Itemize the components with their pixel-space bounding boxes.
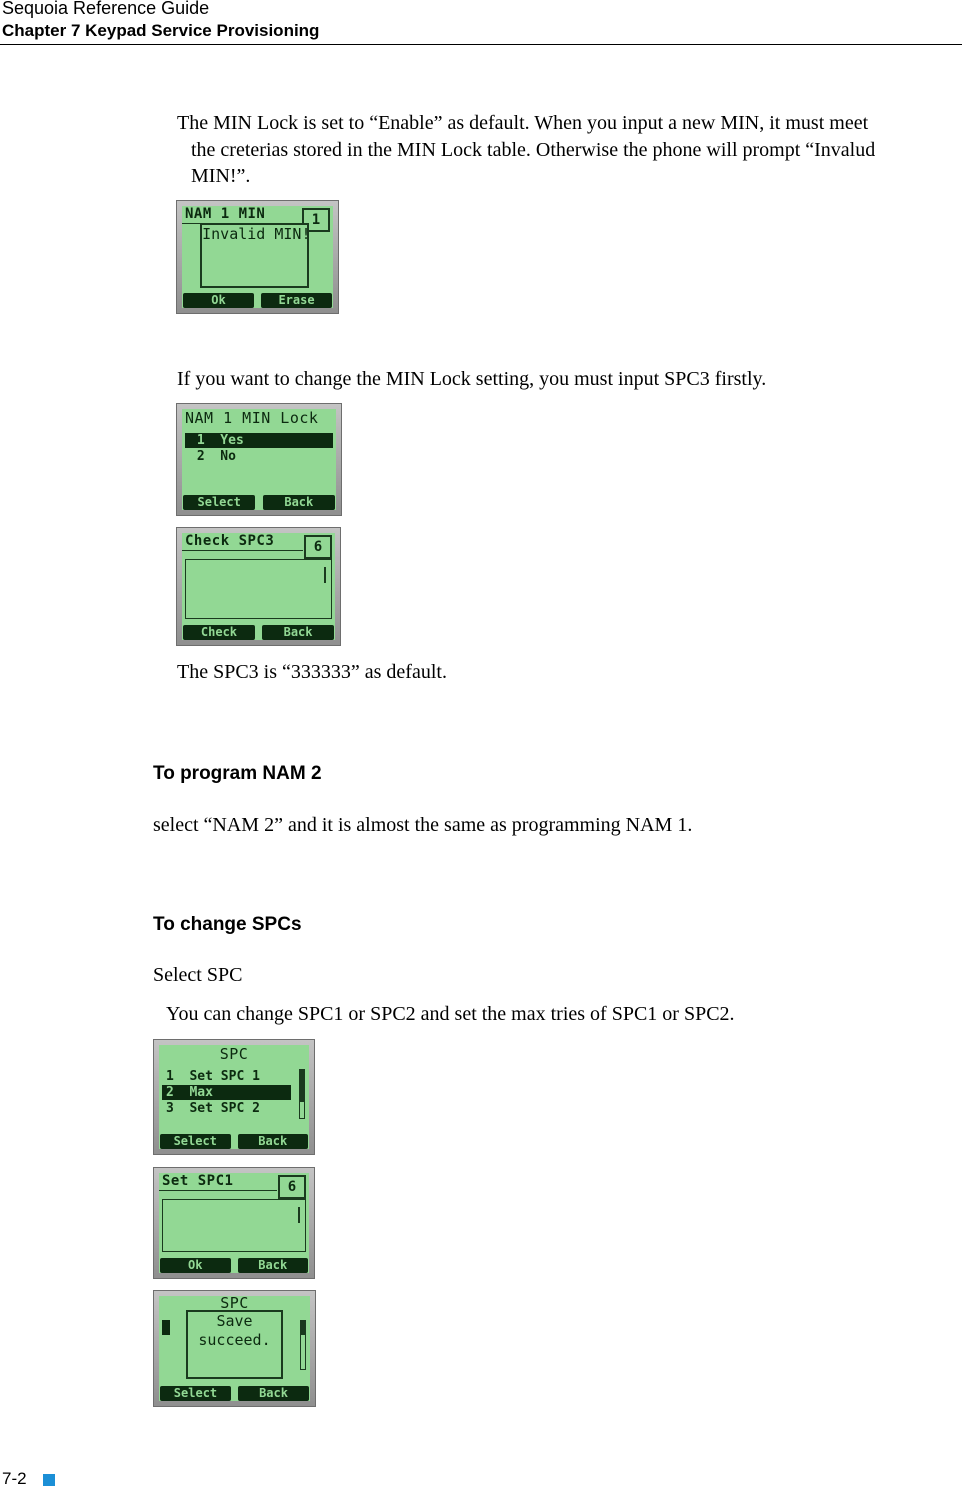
min-lock-paragraph-line1: The MIN Lock is set to “Enable” as defau… xyxy=(177,112,869,134)
check-spc3-screenshot: Check SPC3 6 Check Back xyxy=(176,527,341,646)
select-spc-paragraph: Select SPC xyxy=(153,964,243,986)
menu-item-max: 2 Max xyxy=(162,1085,291,1100)
select-softkey: Select xyxy=(183,495,256,510)
lcd-display: SPC Save succeed. Select Back xyxy=(159,1296,310,1401)
title-divider xyxy=(182,550,303,551)
back-softkey: Back xyxy=(262,625,334,640)
set-spc1-screenshot: Set SPC1 6 Ok Back xyxy=(153,1167,315,1279)
scrollbar xyxy=(299,1069,305,1119)
nam2-paragraph: select “NAM 2” and it is almost the same… xyxy=(153,814,693,836)
spc3-input-field xyxy=(185,559,332,619)
scroll-thumb xyxy=(300,1070,304,1102)
screen-title: NAM 1 MIN Lock xyxy=(185,409,319,427)
screen-title: Check SPC3 xyxy=(185,533,275,549)
title-divider xyxy=(159,1190,277,1191)
menu-item-set-spc1: 1 Set SPC 1 xyxy=(166,1069,260,1084)
spc1-input-field xyxy=(162,1199,306,1252)
lcd-display: Check SPC3 6 Check Back xyxy=(182,533,335,640)
invalid-min-screenshot: NAM 1 MIN 1 Invalid MIN! Ok Erase xyxy=(176,200,339,314)
page-header: Sequoia Reference Guide Chapter 7 Keypad… xyxy=(0,0,962,45)
back-softkey: Back xyxy=(237,1258,308,1273)
spc-heading: To change SPCs xyxy=(153,914,302,935)
change-spc-paragraph: You can change SPC1 or SPC2 and set the … xyxy=(166,1003,735,1025)
nam2-heading: To program NAM 2 xyxy=(153,763,322,784)
change-lock-paragraph: If you want to change the MIN Lock setti… xyxy=(177,368,767,390)
min-lock-menu-screenshot: NAM 1 MIN Lock 1 Yes 2 No Select Back xyxy=(176,403,342,516)
back-softkey: Back xyxy=(262,495,335,510)
save-succeed-popup: Save succeed. xyxy=(186,1310,283,1379)
invalid-min-popup: Invalid MIN! xyxy=(200,223,310,288)
screen-title: SPC xyxy=(219,1045,249,1063)
lcd-display: SPC 1 Set SPC 1 2 Max 3 Set SPC 2 Select… xyxy=(159,1045,309,1149)
text-cursor xyxy=(324,567,326,583)
digit-count-indicator: 6 xyxy=(304,535,332,559)
digit-count-indicator: 6 xyxy=(278,1175,306,1199)
footer-accent-square xyxy=(43,1474,55,1486)
lcd-display: Set SPC1 6 Ok Back xyxy=(159,1173,309,1273)
select-softkey: Select xyxy=(160,1386,231,1401)
spc3-default-paragraph: The SPC3 is “333333” as default. xyxy=(177,661,447,683)
back-softkey: Back xyxy=(237,1134,308,1149)
guide-title: Sequoia Reference Guide xyxy=(2,0,210,18)
menu-item-yes: 1 Yes xyxy=(185,433,333,448)
min-lock-paragraph-line2: the creterias stored in the MIN Lock tab… xyxy=(191,139,876,161)
ok-softkey: Ok xyxy=(183,293,254,308)
menu-item-set-spc2: 3 Set SPC 2 xyxy=(166,1101,260,1116)
screen-title: SPC xyxy=(220,1296,249,1312)
min-lock-paragraph-line3: MIN!”. xyxy=(191,165,251,187)
menu-item-no: 2 No xyxy=(189,449,236,464)
erase-softkey: Erase xyxy=(261,293,332,308)
scrollbar xyxy=(300,1320,306,1370)
back-softkey: Back xyxy=(238,1386,309,1401)
screen-title: NAM 1 MIN xyxy=(185,206,266,222)
screen-title: Set SPC1 xyxy=(162,1173,234,1189)
select-softkey: Select xyxy=(160,1134,231,1149)
chapter-title: Chapter 7 Keypad Service Provisioning xyxy=(2,21,320,40)
lcd-display: NAM 1 MIN Lock 1 Yes 2 No Select Back xyxy=(182,409,336,510)
text-cursor xyxy=(298,1207,300,1223)
scroll-thumb xyxy=(301,1321,305,1335)
lcd-display: NAM 1 MIN 1 Invalid MIN! Ok Erase xyxy=(182,206,333,308)
ok-softkey: Ok xyxy=(160,1258,231,1273)
save-succeed-screenshot: SPC Save succeed. Select Back xyxy=(153,1290,316,1407)
selected-row-marker xyxy=(162,1320,170,1335)
page-number: 7-2 xyxy=(2,1469,27,1488)
check-softkey: Check xyxy=(183,625,255,640)
spc-menu-screenshot: SPC 1 Set SPC 1 2 Max 3 Set SPC 2 Select… xyxy=(153,1039,315,1155)
